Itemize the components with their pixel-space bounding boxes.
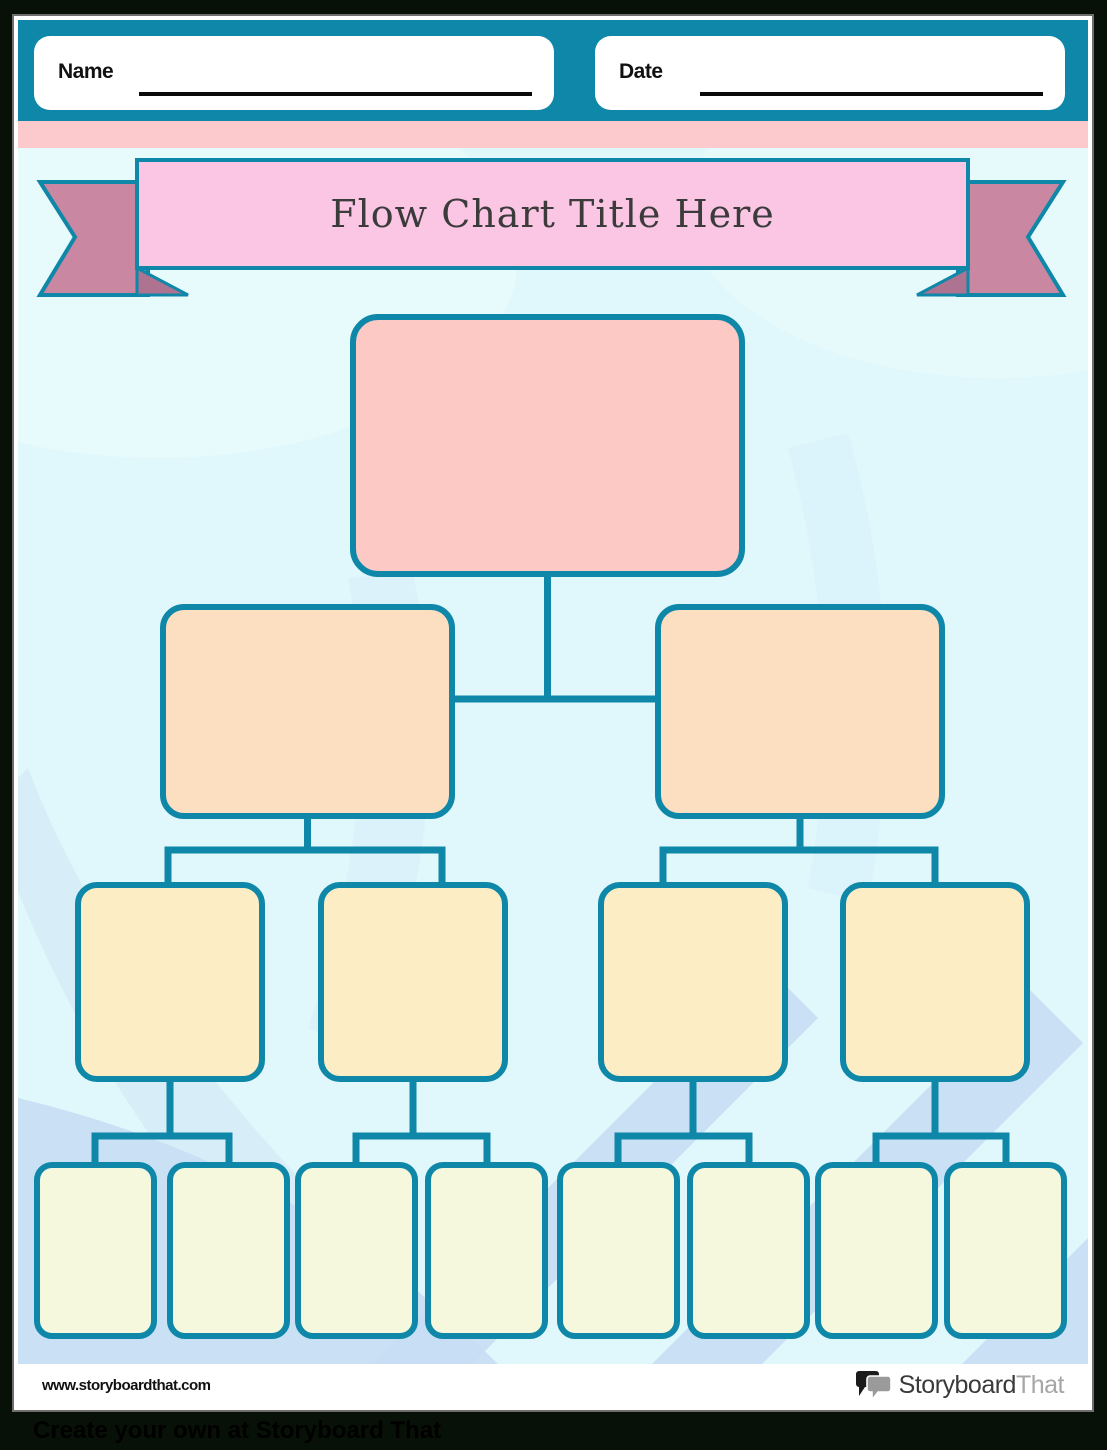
connector-lines bbox=[91, 573, 1010, 1162]
name-label: Name bbox=[58, 60, 114, 83]
pink-divider-strip bbox=[18, 121, 1088, 148]
logo-wordmark: StoryboardThat bbox=[898, 1370, 1065, 1400]
storyboardthat-logo: StoryboardThat bbox=[855, 1370, 1065, 1401]
name-field[interactable]: Name bbox=[34, 36, 554, 110]
date-field[interactable]: Date bbox=[595, 36, 1065, 110]
date-label: Date bbox=[619, 60, 663, 83]
name-write-line[interactable] bbox=[139, 92, 532, 96]
flow-node-level4-5[interactable] bbox=[557, 1162, 680, 1339]
flow-node-level4-2[interactable] bbox=[167, 1162, 290, 1339]
flow-node-level1[interactable] bbox=[350, 314, 745, 577]
flow-chart-title[interactable]: Flow Chart Title Here bbox=[330, 192, 775, 236]
flow-node-level3-3[interactable] bbox=[598, 882, 788, 1082]
flow-node-level3-1[interactable] bbox=[75, 882, 265, 1082]
header-band: Name Date bbox=[18, 20, 1088, 121]
flow-node-level4-4[interactable] bbox=[425, 1162, 548, 1339]
site-url: www.storyboardthat.com bbox=[42, 1376, 211, 1394]
flow-node-level2-1[interactable] bbox=[160, 604, 455, 819]
flow-node-level4-3[interactable] bbox=[295, 1162, 418, 1339]
flow-node-level4-8[interactable] bbox=[944, 1162, 1067, 1339]
logo-word-that: That bbox=[1015, 1370, 1065, 1399]
flow-node-level3-4[interactable] bbox=[840, 882, 1030, 1082]
page-footer: www.storyboardthat.com StoryboardThat bbox=[18, 1364, 1088, 1406]
date-write-line[interactable] bbox=[700, 92, 1043, 96]
bottom-credit-bar: Create your own at Storyboard That bbox=[0, 1412, 1107, 1450]
flow-node-level4-7[interactable] bbox=[815, 1162, 938, 1339]
flowchart-canvas: Flow Chart Title Here bbox=[18, 148, 1088, 1364]
worksheet-page: Name Date bbox=[12, 14, 1094, 1412]
flow-node-level4-1[interactable] bbox=[34, 1162, 157, 1339]
flow-node-level2-2[interactable] bbox=[655, 604, 945, 819]
bottom-credit-text: Create your own at Storyboard That bbox=[33, 1417, 442, 1444]
speech-bubbles-icon bbox=[855, 1370, 892, 1401]
title-banner[interactable]: Flow Chart Title Here bbox=[135, 158, 970, 270]
logo-word-storyboard: Storyboard bbox=[898, 1370, 1017, 1399]
flow-node-level4-6[interactable] bbox=[687, 1162, 810, 1339]
title-banner-ribbon-tails bbox=[36, 180, 1067, 297]
flow-node-level3-2[interactable] bbox=[318, 882, 508, 1082]
